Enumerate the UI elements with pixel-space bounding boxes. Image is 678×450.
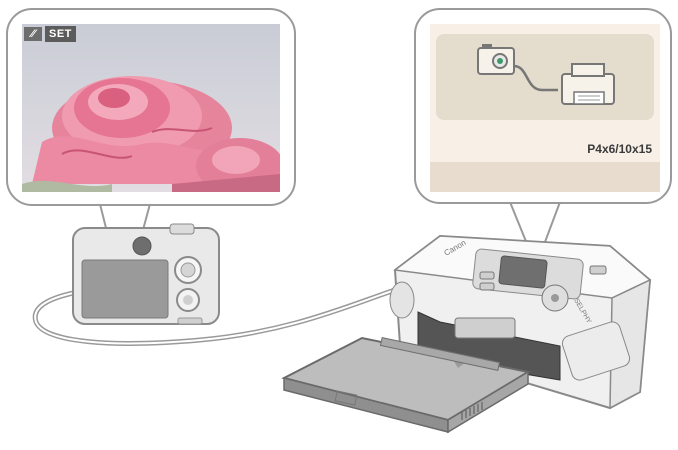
camera-lcd-callout: ⁄⁄ SET — [6, 8, 296, 206]
rose-photo — [22, 24, 280, 192]
camera-lcd-screen: ⁄⁄ SET — [22, 24, 280, 192]
camera-to-printer-icon — [436, 34, 654, 120]
printer-lcd-screen: P4x6/10x15 — [430, 24, 660, 192]
connection-panel — [436, 34, 654, 120]
paper-size-label: P4x6/10x15 — [587, 142, 652, 156]
printer-screen-footer — [430, 162, 660, 192]
set-label: SET — [45, 26, 76, 42]
tv-mode-icon: ⁄⁄ — [24, 27, 42, 41]
set-badge: ⁄⁄ SET — [24, 26, 76, 42]
printer-lcd-callout: P4x6/10x15 — [414, 8, 672, 204]
camera — [73, 224, 219, 324]
